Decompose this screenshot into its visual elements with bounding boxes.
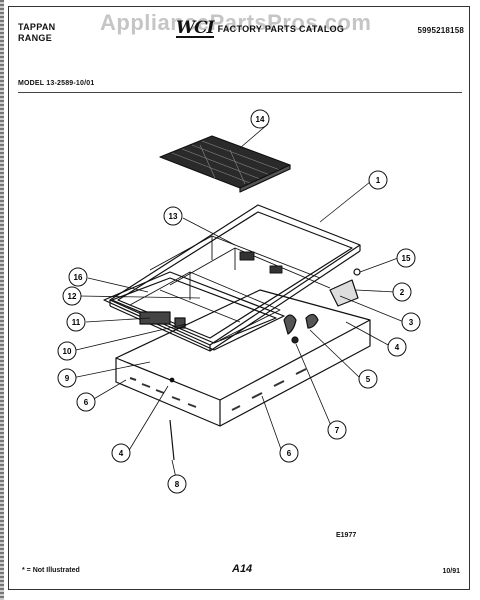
callout-7: 7 [327,420,347,440]
svg-text:6: 6 [84,398,89,407]
model-number: MODEL 13-2589-10/01 [18,80,95,87]
callout-5: 5 [358,369,378,389]
side-bracket [329,268,361,307]
svg-text:7: 7 [335,426,340,435]
cooktop-grate [159,135,291,193]
callout-13: 13 [163,206,183,226]
callout-markers: 14 1 13 15 16 2 12 3 11 4 10 5 9 6 7 4 6… [57,109,421,494]
svg-text:11: 11 [72,318,81,327]
svg-text:4: 4 [119,449,124,458]
page-number: A14 [232,563,253,575]
callout-6-left: 6 [76,392,96,412]
scan-edge-stripe [0,0,4,600]
svg-text:4: 4 [395,343,400,352]
burner-box-housing [115,289,371,427]
svg-text:14: 14 [256,115,265,124]
callout-16: 16 [68,267,88,287]
svg-text:6: 6 [287,449,292,458]
svg-text:2: 2 [400,288,405,297]
svg-text:8: 8 [175,480,180,489]
appliance-type: RANGE [18,33,53,43]
cooktop-top-frame [109,204,361,352]
callout-10: 10 [57,341,77,361]
svg-text:1: 1 [376,176,381,185]
catalog-title: FACTORY PARTS CATALOG [217,24,345,34]
svg-text:13: 13 [169,212,178,221]
callout-8: 8 [167,474,187,494]
callout-6-bottom: 6 [279,443,299,463]
wci-logo: WCI [176,18,215,38]
diagram-code: E1977 [336,532,357,539]
callout-4-left: 4 [111,443,131,463]
revision-date: 10/91 [442,568,460,575]
svg-text:10: 10 [63,347,72,356]
svg-text:3: 3 [409,318,414,327]
leader-lines [71,123,405,479]
callout-1: 1 [368,170,388,190]
watermark: AppliancePartsPros.com [100,10,372,35]
footer-note: * = Not Illustrated [22,567,80,574]
callout-2: 2 [392,282,412,302]
catalog-part-number: 5995218158 [417,26,464,35]
page-border [8,6,470,590]
svg-text:9: 9 [65,374,70,383]
svg-text:12: 12 [68,292,77,301]
callout-4-right: 4 [387,337,407,357]
svg-text:16: 16 [74,273,83,282]
svg-text:15: 15 [402,254,411,263]
valve-assembly [283,313,319,344]
svg-text:5: 5 [366,375,371,384]
header-divider [18,92,462,93]
callout-14: 14 [250,109,270,129]
callout-11: 11 [66,312,86,332]
callout-12: 12 [62,286,82,306]
brand-name: TAPPAN [18,22,56,32]
screw [169,419,175,461]
callout-9: 9 [57,368,77,388]
callout-3: 3 [401,312,421,332]
callout-15: 15 [396,248,416,268]
brand-block: TAPPAN RANGE [18,22,55,44]
catalog-header: WCI FACTORY PARTS CATALOG [176,20,344,38]
burner-box-rim [103,271,285,351]
